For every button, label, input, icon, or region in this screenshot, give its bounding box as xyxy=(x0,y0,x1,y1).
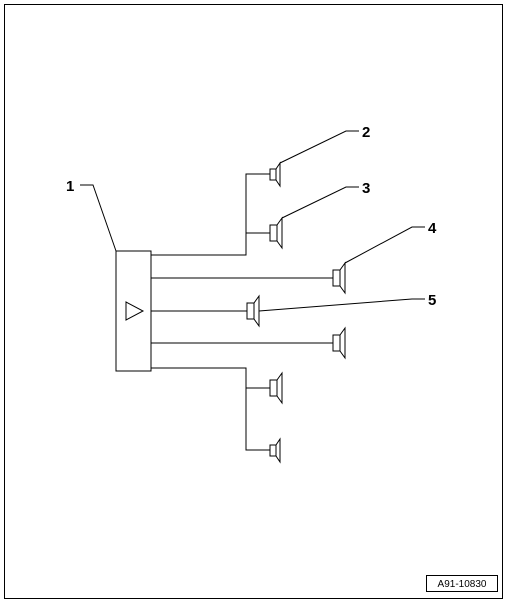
speaker-icon xyxy=(332,334,341,352)
speaker-cone xyxy=(339,261,346,295)
wiring xyxy=(151,173,333,451)
speaker-lower-right xyxy=(332,326,346,360)
speaker-5 xyxy=(246,294,260,328)
speaker-cone xyxy=(275,437,281,464)
speaker-cone xyxy=(253,294,260,328)
speaker-cone xyxy=(276,216,283,250)
leader-4 xyxy=(344,226,425,264)
speaker-2 xyxy=(269,161,281,188)
speaker-rear-upper xyxy=(269,371,283,405)
speaker-4 xyxy=(332,261,346,295)
speaker-rear-lower xyxy=(269,437,281,464)
wire-top-bus xyxy=(151,173,270,256)
speaker-cone xyxy=(339,326,346,360)
leader-2 xyxy=(279,130,359,164)
speaker-icon xyxy=(269,444,277,457)
speaker-icon xyxy=(269,168,277,181)
callout-5: 5 xyxy=(428,292,436,309)
amplifier-triangle-icon xyxy=(125,301,145,321)
speaker-icon xyxy=(332,269,341,287)
speaker-cone xyxy=(275,161,281,188)
diagram-frame xyxy=(4,4,503,599)
callout-2: 2 xyxy=(362,124,370,141)
leader-3 xyxy=(281,186,359,219)
wire-bottom-bus xyxy=(151,367,270,451)
callout-4: 4 xyxy=(428,220,437,237)
amplifier-unit xyxy=(115,250,152,372)
callout-3: 3 xyxy=(362,180,370,197)
speaker-icon xyxy=(269,379,278,397)
speaker-3 xyxy=(269,216,283,250)
reference-code-box: A91-10830 xyxy=(426,575,498,592)
speaker-icon xyxy=(246,302,255,320)
leader-5 xyxy=(258,298,425,312)
amplifier-box xyxy=(115,250,152,372)
leader-1 xyxy=(80,184,117,252)
leader-lines xyxy=(80,130,425,312)
speaker-cone xyxy=(276,371,283,405)
callout-1: 1 xyxy=(66,178,74,195)
reference-code: A91-10830 xyxy=(438,579,487,590)
reference-code-frame xyxy=(426,575,498,592)
speaker-icon xyxy=(269,224,278,242)
